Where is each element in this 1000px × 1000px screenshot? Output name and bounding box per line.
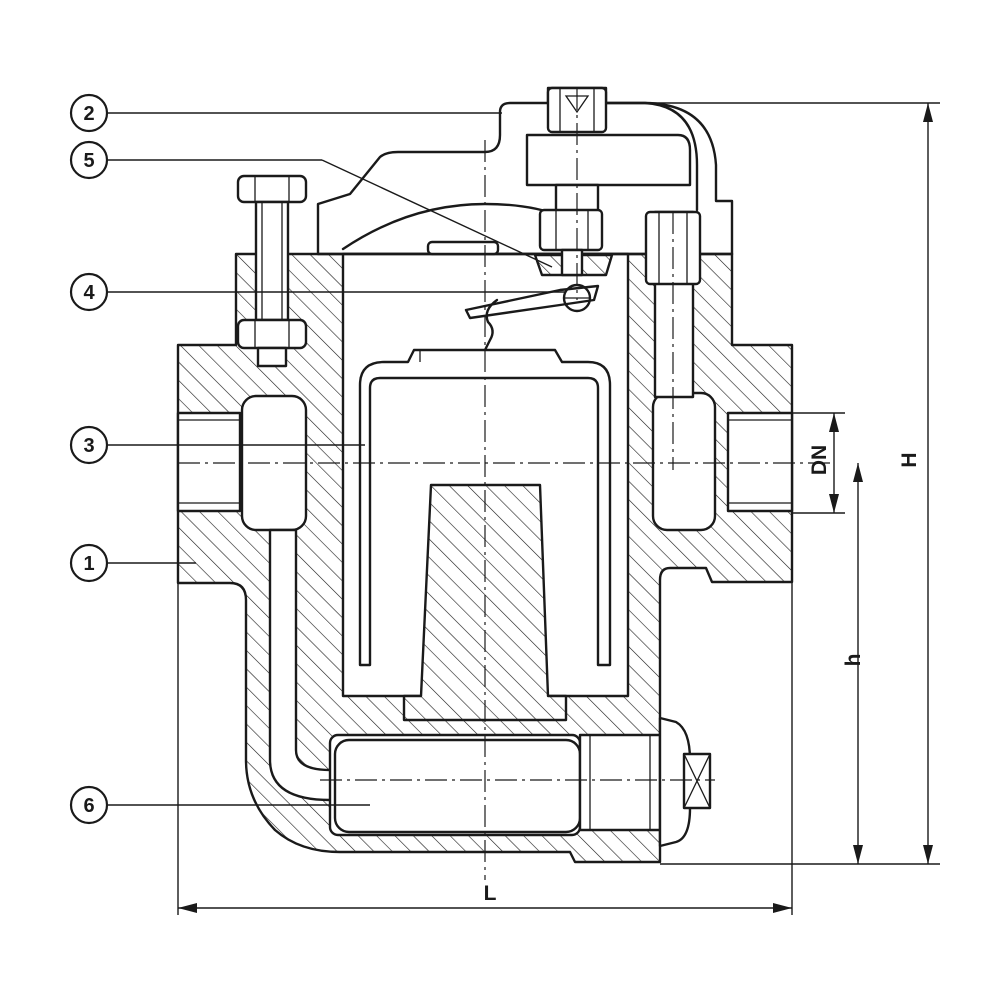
- strainer-plug: [333, 716, 712, 848]
- dim-h-total-arrow-top: [923, 103, 933, 122]
- callout-1-circle: [69, 543, 109, 583]
- cover-bend: [604, 101, 699, 212]
- callout-6-circle: [69, 785, 109, 825]
- callout-2-label: 2: [83, 103, 94, 125]
- dim-dn-arrow-bottom: [829, 494, 839, 513]
- callout-2: 2: [69, 93, 109, 133]
- leaders: [108, 112, 566, 806]
- callout-2-circle: [69, 93, 109, 133]
- callout-1-label: 1: [83, 553, 94, 575]
- dim-dn-label: DN: [808, 445, 831, 475]
- cover-arch: [341, 202, 562, 251]
- outlet-chamber: [651, 391, 717, 532]
- inverted-bucket: [358, 348, 612, 667]
- leader-5-d: [321, 159, 553, 268]
- dim-h-total-label: H: [898, 452, 921, 467]
- callout-3-label: 3: [83, 435, 94, 457]
- dim-l-arrow-left: [178, 903, 197, 913]
- dimensions: H h DN L: [177, 102, 940, 915]
- callout-6-label: 6: [83, 795, 94, 817]
- dim-l-arrow-right: [773, 903, 792, 913]
- dim-h-inlet-arrow-bottom: [853, 845, 863, 864]
- dim-h-inlet-label: h: [842, 654, 865, 667]
- dim-l-label: L: [484, 882, 497, 905]
- valve-orifice: [560, 248, 584, 277]
- bolt-nut: [236, 318, 308, 350]
- callout-4-label: 4: [83, 282, 95, 304]
- callout-4: 4: [69, 272, 109, 312]
- lever-hook: [482, 298, 499, 354]
- dim-h-inlet-arrow-top: [853, 463, 863, 482]
- dim-h-total-arrow-bottom: [923, 845, 933, 864]
- bucket-outer: [358, 348, 612, 667]
- callout-3-circle: [69, 425, 109, 465]
- cover-outline: [316, 86, 734, 256]
- valve-body: [538, 208, 604, 252]
- cover-gasket: [426, 240, 500, 256]
- callout-1: 1: [69, 543, 109, 583]
- callout-6: 6: [69, 785, 109, 825]
- strainer-screen: [333, 738, 582, 834]
- plug-thread: [578, 733, 662, 832]
- center-lines: [178, 88, 830, 880]
- callout-5: 5: [69, 140, 109, 180]
- valve-seat: [533, 183, 614, 277]
- lever-arm: [464, 284, 600, 320]
- bolt-tip: [256, 346, 288, 368]
- plug-hex-cross: [683, 753, 711, 809]
- bolt-head: [236, 174, 308, 204]
- callout-5-label: 5: [83, 150, 94, 172]
- inlet-bore: [176, 411, 242, 513]
- dim-dn-arrow-top: [829, 413, 839, 432]
- callout-4-circle: [69, 272, 109, 312]
- callout-3: 3: [69, 425, 109, 465]
- callout-5-circle: [69, 140, 109, 180]
- bolt-shank: [254, 200, 290, 322]
- outlet-bore: [726, 411, 794, 513]
- cover-bolt: [236, 174, 308, 368]
- cover-top-bar: [525, 133, 692, 187]
